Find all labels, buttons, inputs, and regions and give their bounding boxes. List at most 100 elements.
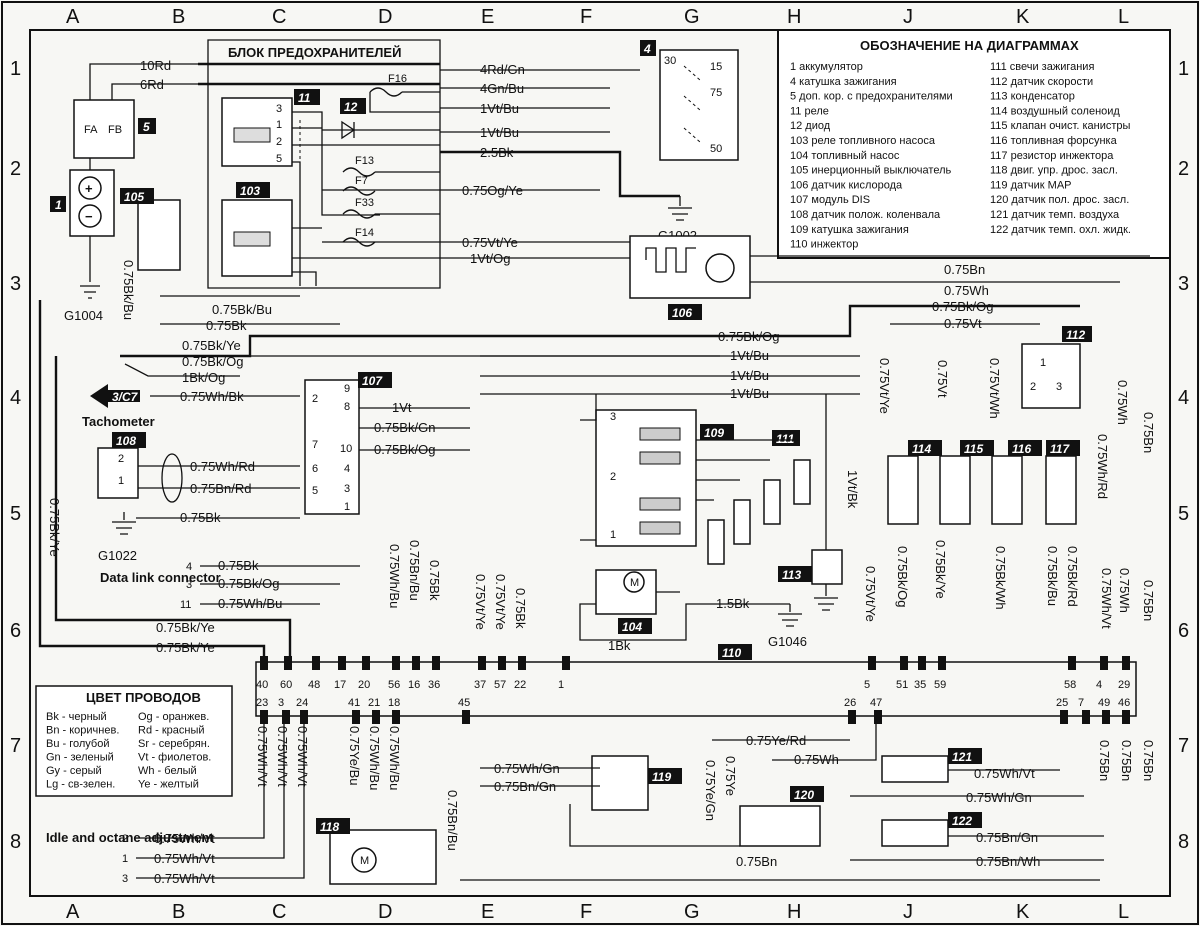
wire-label: 2.5Bk: [480, 145, 514, 160]
legend-item: 119 датчик MAP: [990, 179, 1072, 191]
component-112-label: 112: [1066, 328, 1085, 342]
air-solenoid-114: [887, 455, 919, 525]
legend-item: 107 модуль DIS: [790, 194, 870, 206]
battery-feed-wires: [198, 62, 440, 86]
legend-item: 121 датчик темп. воздуха: [990, 209, 1120, 221]
legend-title: ОБОЗНАЧЕНИЕ НА ДИАГРАММАХ: [860, 38, 1079, 53]
dlc-pin: 11: [180, 599, 191, 611]
ecu-pin: [848, 710, 856, 724]
wire-label: 0.75Wh/Vt: [154, 851, 215, 866]
legend-item: 115 клапан очист. канистры: [990, 120, 1130, 132]
wire-label: 1Vt/Bk: [845, 470, 860, 509]
motor-m: M: [630, 577, 639, 589]
wire-label: 0.75Vt: [935, 360, 950, 398]
wire-label: 0.75Og/Ye: [462, 183, 523, 198]
wire-label: 0.75Bk/Wh: [993, 546, 1008, 610]
component-110-label: 110: [722, 646, 741, 660]
component-119-label: 119: [652, 770, 671, 784]
wire: [200, 565, 360, 605]
component-tag: [50, 196, 66, 212]
wire: [850, 769, 1104, 861]
wire: [138, 465, 300, 489]
color-legend-item: Gn - зеленый: [46, 752, 114, 764]
ecu-pin-label: 22: [514, 679, 526, 691]
ecu-pin-label: 5: [864, 679, 870, 691]
row-label: 2: [1178, 158, 1189, 180]
ground-g1022-label: G1022: [98, 548, 137, 563]
ecu-pin: [312, 656, 320, 670]
wire: [54, 356, 292, 660]
col-label: E: [481, 901, 494, 923]
wire-label: 1Vt/Bu: [730, 386, 769, 401]
legend-item: 105 инерционный выключатель: [790, 165, 951, 177]
sensor-pin: 2: [1030, 381, 1036, 393]
ecu-pin-label: 3: [278, 697, 284, 709]
ecu-pin-label: 46: [1118, 697, 1130, 709]
legend-item: 108 датчик полож. коленвала: [790, 209, 941, 221]
coil-pin: 3: [610, 411, 616, 423]
wire-label: 0.75Bk/Og: [374, 442, 435, 457]
component-tag: [294, 89, 320, 105]
speed-sensor-112: [1021, 343, 1081, 409]
ecu-pin-label: 21: [368, 697, 380, 709]
row-label: 1: [10, 58, 21, 80]
wire-label: 0.75Bk: [513, 588, 528, 629]
ecu-pin-label: 25: [1056, 697, 1068, 709]
module-pin: 3: [344, 483, 350, 495]
ecu-pin: [282, 710, 290, 724]
wire-label: 0.75Vt/Ye: [493, 574, 508, 630]
component-4-label: 4: [643, 42, 651, 56]
wire-label: 0.75Bk/Ye: [156, 640, 215, 655]
legend-item: 103 реле топливного насоса: [790, 135, 936, 147]
wire-label: 0.75Bk/Ye: [933, 540, 948, 599]
col-label: B: [172, 6, 185, 28]
motor-icon: [623, 571, 645, 593]
col-label: C: [272, 6, 286, 28]
col-label: J: [903, 6, 913, 28]
row-label: 5: [10, 503, 21, 525]
ecu-pin-label: 51: [896, 679, 908, 691]
col-label: A: [66, 6, 80, 28]
wire-label: 1Vt/Bu: [730, 368, 769, 383]
component-120-label: 120: [794, 788, 814, 802]
wire-label: 0.75Ye/Bu: [347, 726, 362, 786]
wire-label: 0.75Wh: [1117, 568, 1132, 613]
wire: [38, 300, 266, 660]
coil-winding: [639, 427, 681, 441]
injector-resistor-117: [1045, 455, 1077, 525]
col-label: F: [580, 6, 592, 28]
diode-12-symbol: [322, 120, 376, 140]
color-legend-item: Ye - желтый: [138, 779, 199, 791]
ground-symbol: [778, 604, 802, 627]
coil-pin: 50: [710, 143, 722, 155]
ecu-pin: [392, 656, 400, 670]
ecu-pin-label: 1: [558, 679, 564, 691]
wire-label: 0.75Vt/Ye: [473, 574, 488, 630]
grid-rows-left: 1 2 3 4 5 6 7 8: [10, 58, 21, 853]
ecu-pin-label: 18: [388, 697, 400, 709]
module-pin: 8: [344, 401, 350, 413]
relay-pin: 2: [276, 136, 282, 148]
ecu-pin: [1082, 710, 1090, 724]
ecu-pin: [498, 656, 506, 670]
col-label: G: [684, 901, 700, 923]
wire-label: 1Vt/Bu: [480, 125, 519, 140]
wire-label: 0.75Vt/Ye: [877, 358, 892, 414]
ecu-pin-label: 45: [458, 697, 470, 709]
wire-label: 0.75Wh/Vt: [255, 726, 270, 787]
ecu-pin: [260, 656, 268, 670]
component-tag: [960, 440, 994, 456]
legend-item: 4 катушка зажигания: [790, 76, 897, 88]
row-label: 5: [1178, 503, 1189, 525]
ecu-pin-label: 29: [1118, 679, 1130, 691]
grid-columns-top: A B C D E F G H J K L: [66, 6, 1129, 28]
component-5-label: 5: [143, 120, 150, 134]
module-pin: 6: [312, 463, 318, 475]
component-tag: [112, 432, 146, 448]
row-label: 8: [1178, 831, 1189, 853]
wire-label: 1Vt/Bu: [480, 101, 519, 116]
col-label: D: [378, 6, 392, 28]
minus-icon: −: [85, 209, 93, 224]
legend-item: 117 резистор инжектора: [990, 150, 1114, 162]
